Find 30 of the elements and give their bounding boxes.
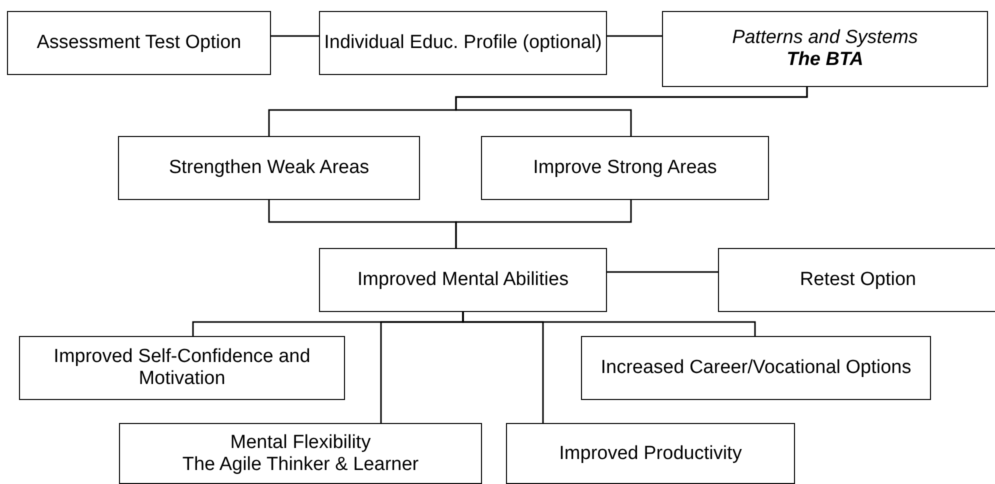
box-label: Strengthen Weak Areas	[168, 157, 370, 179]
process-box	[319, 11, 607, 75]
box-subtitle: The Agile Thinker & Learner	[182, 454, 419, 476]
box-label: Assessment Test Option	[36, 32, 242, 54]
box-label: Patterns and Systems	[732, 27, 918, 49]
box-subtitle: The BTA	[786, 49, 864, 71]
connector-line	[455, 87, 808, 136]
process-box	[506, 423, 795, 484]
box-label: Improved Mental Abilities	[357, 269, 569, 291]
box-label: Mental Flexibility	[230, 432, 371, 454]
process-box	[581, 336, 931, 400]
process-box	[118, 136, 420, 200]
process-box	[662, 11, 988, 87]
box-label: Improved Productivity	[559, 442, 742, 464]
connector-line	[455, 200, 632, 248]
box-label: Retest Option	[800, 269, 916, 291]
box-label: Improved Self-Confidence and Motivation	[52, 346, 312, 390]
process-box	[119, 423, 482, 484]
process-box	[481, 136, 769, 200]
connector-line	[271, 35, 319, 37]
process-box	[19, 336, 345, 400]
connector-line	[607, 271, 718, 273]
process-box	[319, 248, 607, 312]
box-label: Increased Career/Vocational Options	[600, 357, 912, 379]
process-box	[718, 248, 995, 312]
connector-line	[462, 312, 756, 336]
box-label: Individual Educ. Profile (optional)	[324, 32, 602, 54]
connector-line	[607, 35, 662, 37]
process-box	[7, 11, 271, 75]
box-label: Improve Strong Areas	[533, 157, 717, 179]
